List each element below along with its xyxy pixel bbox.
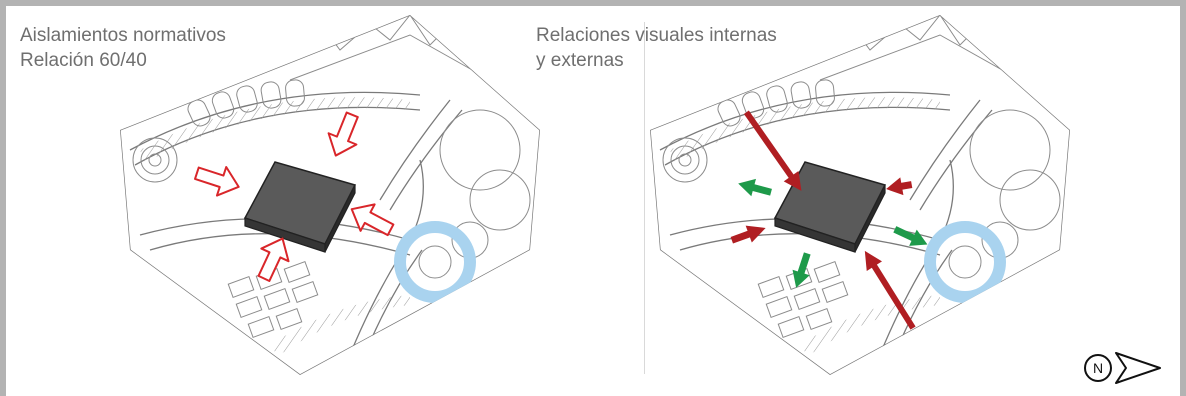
setback-arrow-north	[327, 111, 359, 157]
left-panel-title: Aislamientos normativos Relación 60/40	[20, 23, 226, 73]
panel-divider	[644, 22, 645, 374]
building-block-right	[773, 161, 887, 253]
red-arrow-north	[743, 110, 802, 191]
setback-arrows	[194, 111, 395, 282]
external-view-arrows	[730, 110, 916, 330]
site-plan-left	[120, 15, 540, 375]
red-arrow-east	[886, 177, 913, 196]
site-plan-right	[650, 15, 1070, 375]
green-arrow-east	[893, 226, 928, 246]
right-title-line-2: y externas	[536, 50, 624, 71]
water-ring-right	[924, 221, 1006, 303]
north-arrow: N	[1080, 345, 1170, 396]
red-arrow-south	[864, 250, 916, 330]
water-ring	[394, 221, 476, 303]
setback-arrow-south	[257, 237, 290, 282]
right-title-line-1: Relaciones visuales internas	[536, 25, 777, 46]
north-letter: N	[1093, 360, 1103, 376]
left-title-line-2: Relación 60/40	[20, 50, 147, 71]
red-arrow-west	[730, 225, 766, 244]
setback-arrow-west	[194, 166, 240, 197]
building-block	[243, 161, 357, 253]
green-arrow-south	[792, 252, 811, 288]
green-arrow-west	[738, 178, 772, 197]
internal-view-arrows	[738, 178, 928, 288]
north-arrow-icon: N	[1084, 352, 1161, 384]
right-panel-title: Relaciones visuales internas y externas	[536, 23, 777, 73]
setback-arrow-east	[350, 203, 395, 237]
left-title-line-1: Aislamientos normativos	[20, 25, 226, 46]
